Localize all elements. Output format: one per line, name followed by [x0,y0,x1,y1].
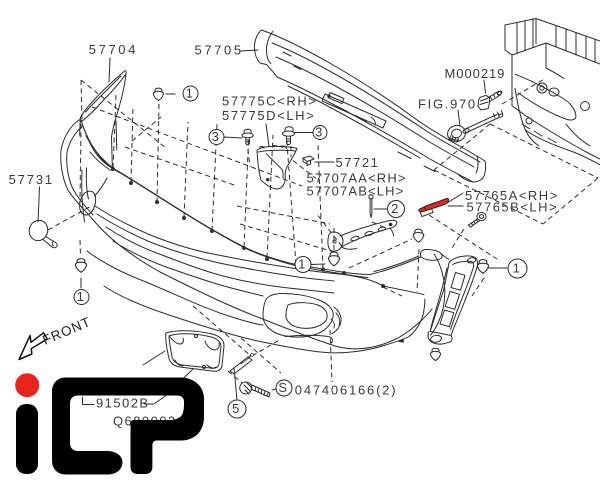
svg-text:57721: 57721 [336,155,380,170]
svg-text:57775D<LH>: 57775D<LH> [222,108,315,123]
svg-text:2: 2 [391,201,401,216]
svg-text:57731: 57731 [9,172,54,187]
svg-text:3: 3 [212,129,222,144]
svg-text:57707AA<RH>: 57707AA<RH> [307,170,407,185]
svg-text:M000219: M000219 [445,66,506,81]
svg-text:1: 1 [298,257,308,272]
svg-text:57705: 57705 [195,43,244,58]
svg-text:5: 5 [232,401,242,416]
svg-text:57707AB<LH>: 57707AB<LH> [307,183,405,198]
svg-text:047406166(2): 047406166(2) [295,383,398,398]
svg-text:1: 1 [77,289,87,304]
svg-text:57765A<RH>: 57765A<RH> [465,188,559,203]
svg-text:1: 1 [513,261,523,276]
svg-text:57704: 57704 [89,42,138,57]
svg-text:57775C<RH>: 57775C<RH> [222,93,318,108]
svg-text:3: 3 [315,125,325,140]
svg-text:1: 1 [186,86,196,101]
svg-text:S: S [278,380,289,395]
svg-text:FIG.970: FIG.970 [418,96,477,111]
svg-text:91502B: 91502B [96,396,150,411]
svg-text:57765B<LH>: 57765B<LH> [467,200,559,215]
